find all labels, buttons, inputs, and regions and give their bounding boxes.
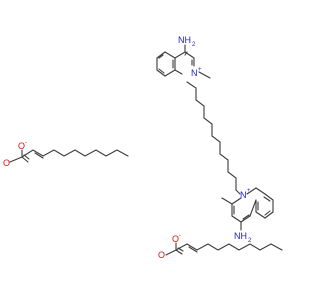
- carboxylate-1-o: O: [3, 158, 10, 168]
- carboxylate-2-charge: -: [179, 233, 181, 239]
- chain-to-n-bond: [235, 189, 241, 195]
- decyl-linker-chain: [186, 81, 237, 191]
- bottom-benzo-ring: [255, 187, 274, 219]
- alkene-2-double-bond: [188, 246, 198, 253]
- ring-n-bottom-charge: +: [247, 188, 251, 194]
- carboxylate-2-o: O: [158, 250, 165, 260]
- bond-lines: [9, 44, 283, 256]
- amine-top-subscript: 2: [192, 42, 196, 48]
- carboxylate-1-o-minus: O: [18, 141, 25, 151]
- top-benzo-ring: [156, 51, 176, 77]
- carboxylate-2-bonds: [165, 242, 184, 256]
- ring-n-bottom-label: N: [240, 190, 247, 200]
- ring-n-top-label: N: [191, 68, 198, 78]
- amine-bottom-label: NH: [234, 231, 247, 241]
- alkene-1-double-bond: [34, 152, 44, 159]
- amine-bottom-subscript: 2: [248, 238, 252, 244]
- ring-n-top-charge: +: [198, 67, 202, 73]
- carboxylate-1-charge: -: [25, 140, 27, 146]
- structure-diagram: NH 2 N + N + NH 2 O - O O - O: [3, 35, 283, 260]
- undecenoate-1-chain: [21, 149, 129, 158]
- carboxylate-2-o-minus: O: [172, 234, 179, 244]
- molecule-canvas: NH 2 N + N + NH 2 O - O O - O: [3, 35, 283, 260]
- carboxylate-1-bonds: [9, 149, 30, 163]
- bottom-pyridinium-ring: [221, 187, 257, 231]
- top-pyridinium-ring: [174, 44, 211, 79]
- atom-labels: NH 2 N + N + NH 2 O - O O - O: [3, 35, 252, 260]
- amine-top-label: NH: [178, 35, 191, 45]
- undecenoate-2-chain: [175, 243, 283, 251]
